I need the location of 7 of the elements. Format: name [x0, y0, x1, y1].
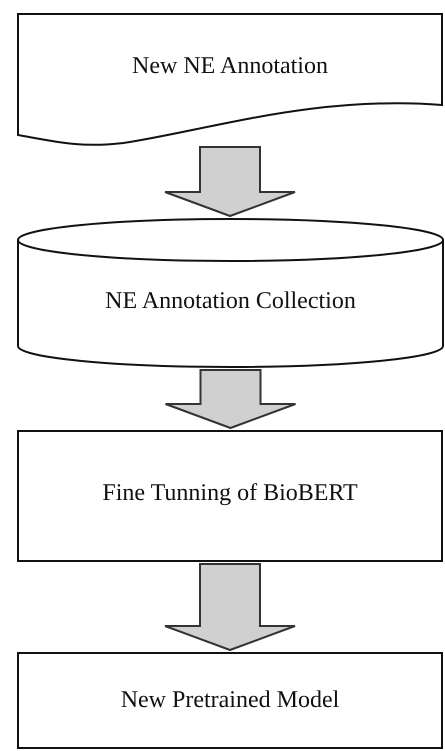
block-arrow [164, 369, 296, 430]
node-label: New Pretrained Model [120, 687, 340, 714]
node-label: NE Annotation Collection [105, 288, 356, 315]
node-label: New NE Annotation [132, 53, 328, 80]
block-arrow [164, 563, 296, 652]
node-label: Fine Tunning of BioBERT [102, 480, 358, 507]
block-arrow [164, 146, 296, 218]
